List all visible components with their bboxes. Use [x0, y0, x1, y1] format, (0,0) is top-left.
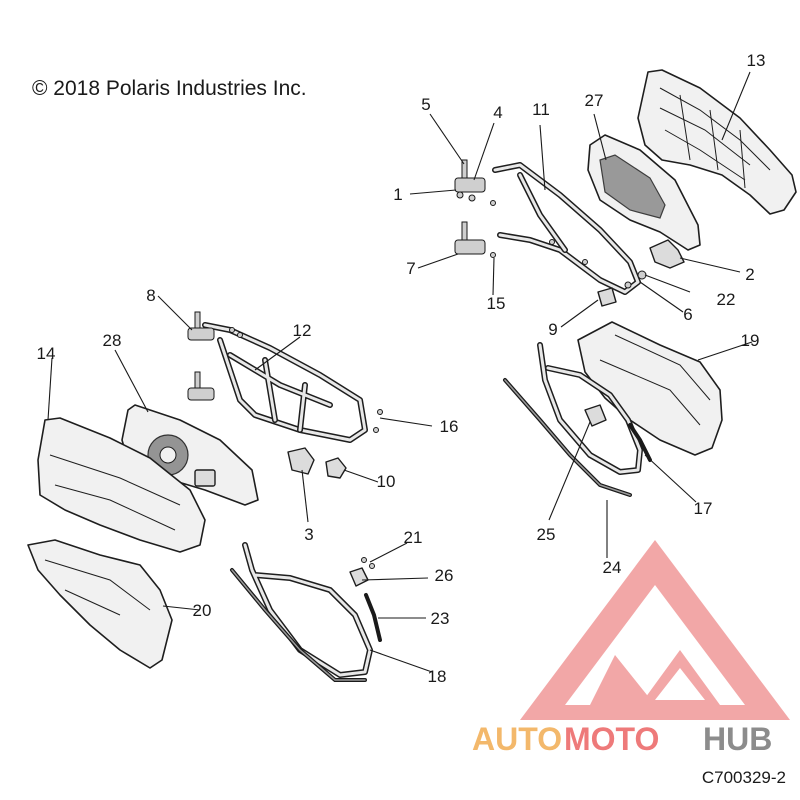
- part-23-seal-strip: [364, 593, 382, 642]
- callout-26: 26: [435, 566, 454, 585]
- part-25-lower-frame: [537, 342, 643, 475]
- part-18-lower-frame: [242, 542, 373, 678]
- part-20-lower-skin: [27, 539, 173, 669]
- callout-8: 8: [146, 286, 155, 305]
- callout-1: 1: [393, 185, 402, 204]
- callout-labels: 1 2 3 4 5 6 7 8 9 10 11 12 13 14 15 16 1…: [37, 51, 766, 686]
- callout-17: 17: [694, 499, 713, 518]
- callout-28: 28: [103, 331, 122, 350]
- callout-22: 22: [717, 290, 736, 309]
- part-21-hardware: [361, 557, 375, 569]
- watermark-moto: MOTO: [564, 721, 659, 757]
- part-17-seal-strip: [628, 423, 652, 462]
- part-12-door-frame: [202, 322, 368, 443]
- callout-20: 20: [193, 601, 212, 620]
- part-10-latch: [325, 457, 347, 479]
- callout-12: 12: [293, 321, 312, 340]
- document-id: C700329-2: [702, 768, 786, 787]
- part-13-side-panel: [637, 69, 797, 215]
- callout-16: 16: [440, 417, 459, 436]
- callout-15: 15: [487, 294, 506, 313]
- callout-5: 5: [421, 95, 430, 114]
- part-11-door-frame: [492, 162, 641, 295]
- hinge-hardware-left: [187, 311, 383, 433]
- callout-25: 25: [537, 525, 556, 544]
- watermark-text: AUTO MOTO HUB: [472, 721, 772, 757]
- callout-14: 14: [37, 344, 56, 363]
- callout-3: 3: [304, 525, 313, 544]
- callout-7: 7: [406, 259, 415, 278]
- part-14-outer-skin: [37, 417, 206, 553]
- callout-6: 6: [683, 305, 692, 324]
- parts-6-9-22-hardware: [549, 239, 647, 307]
- callout-18: 18: [428, 667, 447, 686]
- callout-10: 10: [377, 472, 396, 491]
- part-19-lower-panel: [577, 321, 723, 456]
- copyright-text: © 2018 Polaris Industries Inc.: [32, 77, 307, 100]
- callout-13: 13: [747, 51, 766, 70]
- callout-11: 11: [532, 100, 550, 119]
- callout-4: 4: [493, 103, 502, 122]
- part-26-latch: [349, 567, 369, 587]
- watermark-auto: AUTO: [472, 721, 562, 757]
- callout-23: 23: [431, 609, 450, 628]
- callout-9: 9: [548, 320, 557, 339]
- watermark-logo: [520, 540, 790, 720]
- callout-2: 2: [745, 265, 754, 284]
- part-18-seal: [230, 568, 367, 682]
- callout-21: 21: [404, 528, 423, 547]
- hinge-hardware-upper: [454, 159, 496, 258]
- part-3-latch: [287, 447, 315, 475]
- part-27-grille-panel: [587, 134, 701, 251]
- callout-24: 24: [603, 558, 622, 577]
- watermark-hub: HUB: [703, 721, 772, 757]
- part-2-latch: [649, 239, 685, 269]
- callout-19: 19: [741, 331, 760, 350]
- callout-27: 27: [585, 91, 604, 110]
- leader-lines: [47, 71, 753, 673]
